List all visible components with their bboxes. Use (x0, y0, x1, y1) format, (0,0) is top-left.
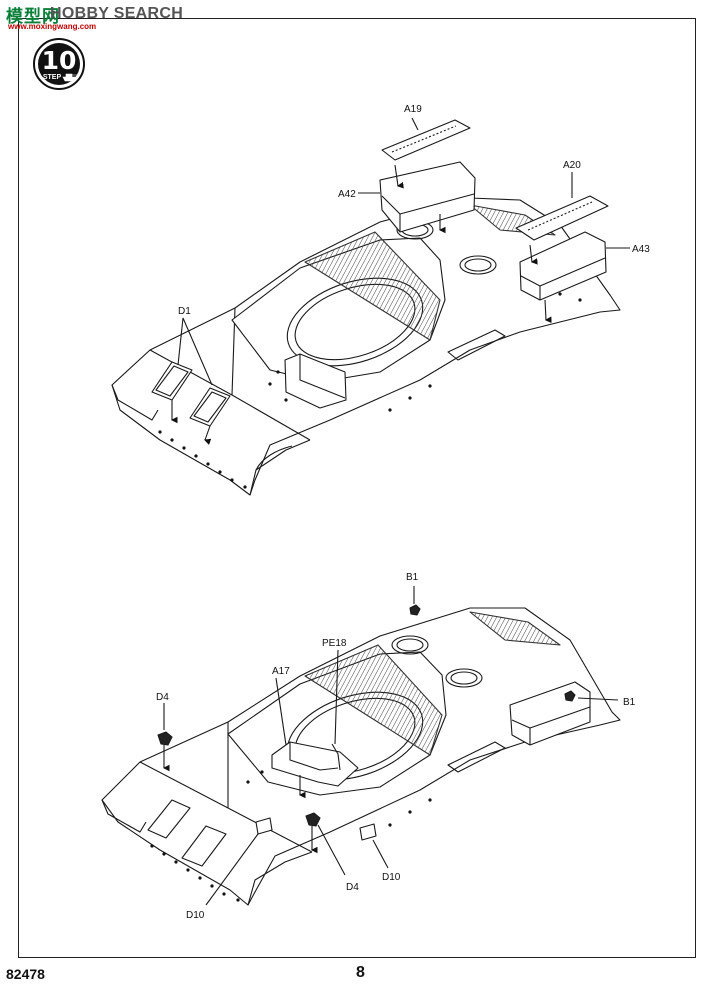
step-badge: 10 STEP (33, 38, 85, 90)
label-a17: A17 (272, 666, 290, 677)
watermark-title: HOBBY SEARCH (50, 5, 184, 22)
watermark-logo: 模型网 (6, 7, 60, 27)
label-a19: A19 (404, 104, 422, 115)
label-d10-bottom: D10 (186, 910, 205, 921)
label-a43: A43 (632, 244, 650, 255)
top-part-a20 (515, 195, 609, 241)
top-engine-grille (304, 231, 441, 341)
bottom-engine-grille (304, 644, 443, 756)
label-a20: A20 (563, 160, 581, 171)
top-part-a42 (379, 161, 476, 233)
bottom-part-d10-left (255, 817, 273, 835)
bottom-part-d4-left (157, 731, 173, 746)
tank-silhouette-icon (62, 73, 77, 82)
bottom-part-a17 (271, 741, 359, 787)
top-part-d1-left (151, 361, 193, 401)
page-border (18, 18, 696, 958)
label-b1-right: B1 (623, 697, 636, 708)
step-label: STEP (43, 74, 62, 81)
bottom-part-b1-right (564, 690, 576, 702)
label-d1: D1 (178, 306, 191, 317)
top-part-a43 (519, 231, 607, 301)
label-b1-top: B1 (406, 572, 419, 583)
bottom-hull-assembly (101, 586, 621, 906)
page-number: 8 (356, 964, 365, 981)
label-d10-right: D10 (382, 872, 401, 883)
label-a42: A42 (338, 189, 356, 200)
label-pe18: PE18 (322, 638, 347, 649)
bottom-part-d10-right (359, 823, 377, 841)
bottom-part-pe18 (331, 743, 341, 771)
step-number: 10 (42, 46, 77, 75)
product-code: 82478 (6, 966, 45, 982)
bottom-part-d4-right (305, 812, 321, 827)
label-d4-bottom: D4 (346, 882, 359, 893)
top-part-d1-right (189, 387, 231, 427)
bottom-part-b1-top (409, 604, 421, 616)
top-hull-assembly (111, 117, 630, 496)
top-part-a19 (381, 119, 471, 161)
label-d4-left: D4 (156, 692, 169, 703)
watermark-url: www.moxingwang.com (8, 22, 97, 31)
